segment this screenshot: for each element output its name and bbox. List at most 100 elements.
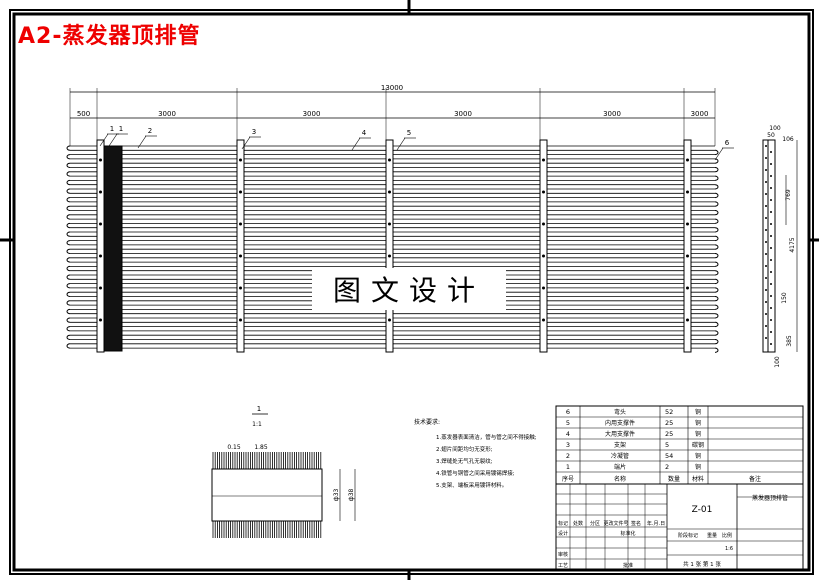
u-bend — [66, 171, 71, 177]
tb-label: 标准化 — [620, 530, 635, 537]
side-plate — [762, 139, 776, 353]
balloon-number: 1 — [119, 125, 123, 133]
bom-cell: 1 — [566, 463, 570, 471]
inner-border — [12, 12, 811, 572]
tube-section — [765, 325, 767, 327]
tube-section — [765, 253, 767, 255]
tube-section — [765, 265, 767, 267]
tube-section — [765, 217, 767, 219]
tube-section — [765, 145, 767, 147]
bolt — [686, 254, 689, 258]
u-bend — [714, 261, 719, 267]
tube-section — [770, 187, 772, 189]
bom-cell: 铜 — [695, 430, 701, 438]
u-bend — [66, 240, 71, 246]
outer-border — [9, 9, 814, 575]
dim-segment: 3000 — [303, 110, 321, 118]
bolt — [388, 318, 391, 322]
tube-section — [770, 175, 772, 177]
u-bend — [714, 235, 719, 242]
dim-segment: 500 — [77, 110, 90, 118]
u-bend — [66, 214, 71, 220]
dim-side: 50 — [767, 132, 775, 139]
balloon-leader — [137, 135, 147, 149]
balloon-leader — [108, 133, 118, 147]
bolt — [99, 222, 102, 226]
bolt — [239, 318, 242, 322]
bolt — [388, 190, 391, 194]
dim-detail: ф33 — [333, 488, 340, 501]
bolt — [388, 222, 391, 226]
tube-section — [765, 337, 767, 339]
u-bend — [66, 274, 71, 280]
u-bend — [66, 300, 71, 306]
dim-side: 150 — [781, 292, 788, 304]
end-plate-block — [103, 145, 123, 352]
tb-label: 审核 — [558, 551, 568, 558]
u-bend — [714, 253, 719, 259]
bom-header: 数量 — [668, 475, 680, 483]
tube-section — [765, 241, 767, 243]
tube-section — [770, 223, 772, 225]
drawing-code: Z-01 — [692, 505, 713, 515]
note-item: 1.蒸发器表面清洁，管与管之间不得接触; — [436, 433, 537, 441]
bom-cell: 25 — [665, 430, 673, 438]
dim-side: 385 — [786, 335, 793, 347]
bolt — [686, 158, 689, 162]
bolt — [542, 318, 545, 322]
tube-section — [770, 343, 772, 345]
tube-section — [770, 319, 772, 321]
u-bend — [66, 231, 71, 237]
u-bend — [66, 197, 71, 203]
u-bend — [66, 154, 71, 160]
dim-side: 106 — [782, 136, 794, 143]
bom-cell: 2 — [566, 452, 570, 460]
notes-heading: 技术要求: — [414, 418, 440, 426]
u-bend — [714, 278, 719, 285]
tube-section — [765, 169, 767, 171]
dim-detail: 1.85 — [254, 444, 268, 451]
u-bend — [714, 321, 719, 328]
bolt — [542, 286, 545, 290]
bolt — [542, 190, 545, 194]
u-bend — [714, 296, 719, 302]
balloon-leader — [241, 136, 251, 150]
tube-section — [765, 277, 767, 279]
balloon-leader — [396, 137, 406, 151]
tube-section — [770, 331, 772, 333]
tube-section — [765, 301, 767, 303]
sheet-count: 共 1 张 第 1 张 — [683, 560, 721, 568]
bolt — [542, 254, 545, 258]
note-item: 4.铁管与铜管之间采用镀锡焊接; — [436, 469, 515, 477]
dim-total: 13000 — [381, 84, 403, 92]
bom-cell: 碳钢 — [692, 441, 704, 449]
tube-detail — [211, 468, 323, 522]
dim-segment: 3000 — [603, 110, 621, 118]
tb-label: 处数 — [573, 520, 583, 527]
tb-label: 1:6 — [725, 546, 733, 552]
tb-label: 设计 — [558, 530, 568, 537]
bolt — [388, 254, 391, 258]
tb-label: 签名 — [631, 520, 641, 527]
bolt — [239, 222, 242, 226]
u-bend — [714, 192, 719, 199]
dim-detail: ф38 — [348, 488, 355, 501]
u-bend — [714, 330, 719, 336]
u-bend — [714, 287, 719, 293]
u-bend — [714, 210, 719, 216]
tb-label: 年.月.日 — [647, 520, 665, 527]
u-bend — [66, 162, 71, 168]
bom-cell: 弯头 — [614, 408, 626, 416]
bom-cell: 端片 — [614, 463, 626, 471]
u-bend — [66, 308, 71, 315]
u-bend — [66, 343, 71, 349]
u-bend — [714, 218, 719, 224]
bom-cell: 5 — [566, 419, 570, 427]
bolt — [686, 222, 689, 226]
tube-section — [770, 307, 772, 309]
bolt — [99, 318, 102, 322]
support-plate — [385, 139, 394, 353]
bom-cell: 2 — [665, 463, 669, 471]
u-bend — [66, 317, 71, 323]
